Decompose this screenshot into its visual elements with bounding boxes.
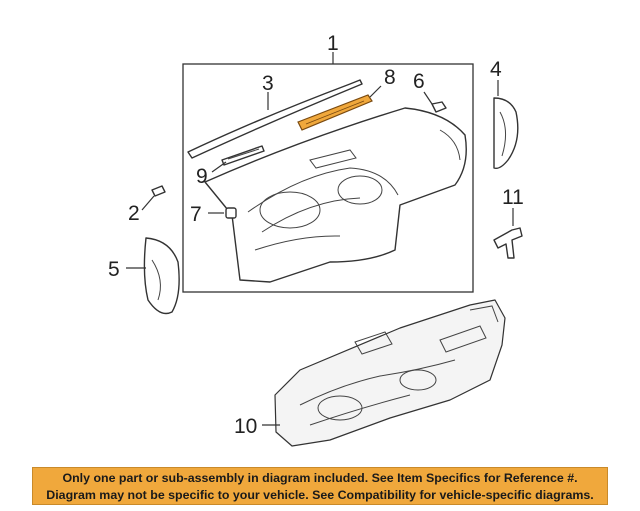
callout-8: 8 — [384, 66, 396, 89]
part-10-carrier — [274, 299, 506, 447]
notice-banner: Only one part or sub-assembly in diagram… — [32, 467, 608, 505]
notice-line-1: Only one part or sub-assembly in diagram… — [62, 471, 578, 485]
notice-line-2: Diagram may not be specific to your vehi… — [46, 488, 594, 502]
instrument-panel — [204, 107, 467, 283]
callout-3: 3 — [262, 72, 274, 95]
part-3-trim-strip — [187, 79, 363, 159]
callout-4: 4 — [490, 58, 502, 81]
part-2-clip — [151, 185, 166, 197]
leader-8 — [369, 85, 382, 98]
assembly-frame — [182, 63, 474, 293]
callout-1: 1 — [327, 32, 339, 55]
part-5-end-panel — [143, 237, 180, 315]
callout-11: 11 — [502, 186, 524, 209]
part-9-slot — [227, 148, 260, 160]
callout-5: 5 — [108, 258, 120, 281]
part-6-clip — [431, 101, 447, 113]
part-7-knob — [225, 207, 237, 219]
part-8-slot — [305, 100, 365, 125]
leader-9 — [211, 161, 227, 173]
part-11-bracket — [493, 227, 523, 259]
callout-9: 9 — [196, 165, 208, 188]
leader-2 — [141, 195, 155, 211]
leader-6 — [423, 91, 433, 105]
callout-6: 6 — [413, 70, 425, 93]
callout-7: 7 — [190, 203, 202, 226]
callout-2: 2 — [128, 202, 140, 225]
callout-10: 10 — [234, 415, 257, 438]
